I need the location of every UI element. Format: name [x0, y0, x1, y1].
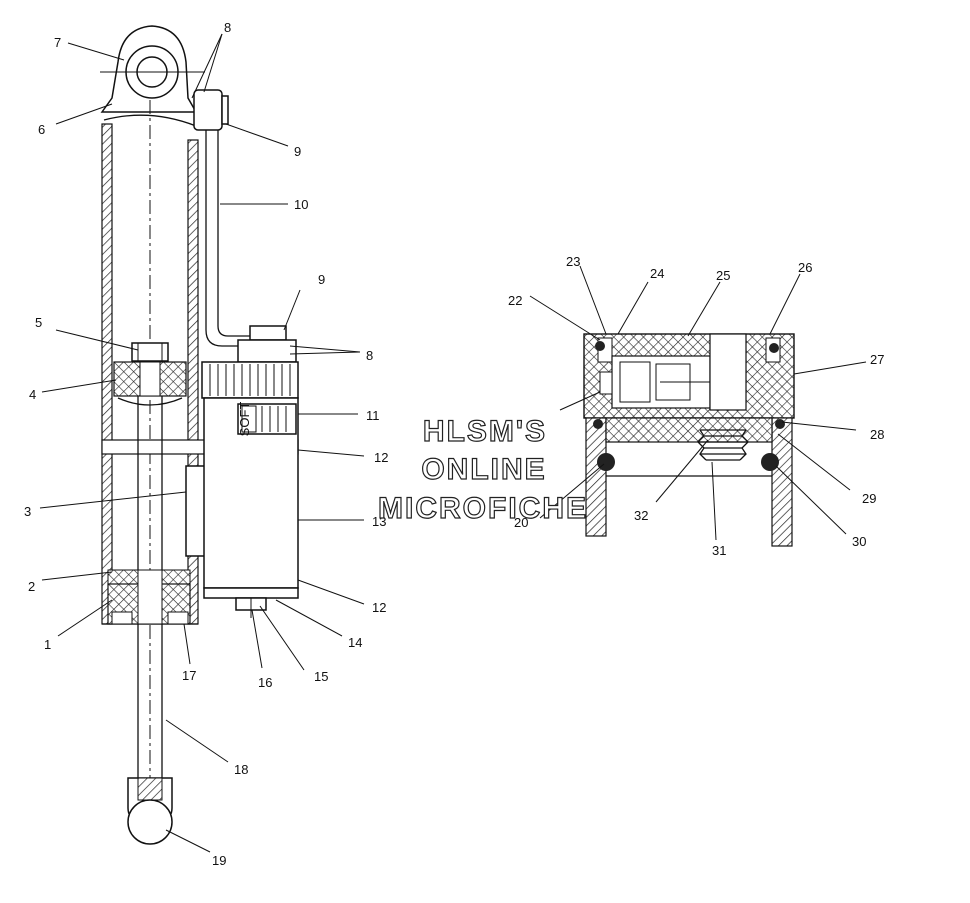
callout-17: 17 [182, 668, 196, 683]
callout-26: 26 [798, 260, 812, 275]
bottom-eyelet [127, 777, 173, 845]
callout-19: 19 [212, 853, 226, 868]
callout-8: 8 [366, 348, 373, 363]
callout-15: 15 [314, 669, 328, 684]
callout-27: 27 [870, 352, 884, 367]
reservoir-soft-label: SOFT [237, 402, 252, 437]
callout-28: 28 [870, 427, 884, 442]
reservoir: SOFT [201, 325, 299, 618]
callout-30: 30 [852, 534, 866, 549]
valve-spring [697, 429, 749, 461]
reservoir-knurl [209, 364, 291, 396]
callout-7: 7 [54, 35, 61, 50]
callout-22: 22 [508, 293, 522, 308]
leader-lines [39, 33, 867, 853]
callout-labels: 7 6 8 9 10 9 8 5 4 11 12 3 13 2 12 1 14 … [24, 20, 884, 868]
watermark-line-3: MICROFICHE [378, 492, 588, 525]
callout-12: 12 [372, 600, 386, 615]
seal-head [107, 569, 191, 625]
callout-20: 20 [514, 515, 528, 530]
callout-23: 23 [566, 254, 580, 269]
callout-24: 24 [650, 266, 664, 281]
top-eyelet [100, 25, 205, 127]
watermark-line-1: HLSM'S [423, 415, 547, 448]
callout-2: 2 [28, 579, 35, 594]
callout-8: 8 [224, 20, 231, 35]
valve-detail-section [583, 333, 795, 547]
callout-11: 11 [366, 408, 380, 423]
callout-9: 9 [294, 144, 301, 159]
callout-18: 18 [234, 762, 248, 777]
callout-9: 9 [318, 272, 325, 287]
soft-adjuster [241, 405, 257, 433]
piston [113, 342, 187, 406]
callout-1: 1 [44, 637, 51, 652]
watermark: HLSM'S ONLINE MICROFICHE [377, 414, 588, 525]
callout-14: 14 [348, 635, 362, 650]
callout-16: 16 [258, 675, 272, 690]
shock-assembly: SOFT [100, 25, 299, 845]
callout-32: 32 [634, 508, 648, 523]
callout-6: 6 [38, 122, 45, 137]
callout-29: 29 [862, 491, 876, 506]
callout-25: 25 [716, 268, 730, 283]
callout-12: 12 [374, 450, 388, 465]
callout-31: 31 [712, 543, 726, 558]
callout-3: 3 [24, 504, 31, 519]
callout-5: 5 [35, 315, 42, 330]
reservoir-hose [193, 89, 250, 347]
watermark-line-2: ONLINE [421, 453, 546, 486]
body-tube [101, 100, 199, 820]
callout-10: 10 [294, 197, 308, 212]
callout-13: 13 [372, 514, 386, 529]
callout-4: 4 [29, 387, 36, 402]
